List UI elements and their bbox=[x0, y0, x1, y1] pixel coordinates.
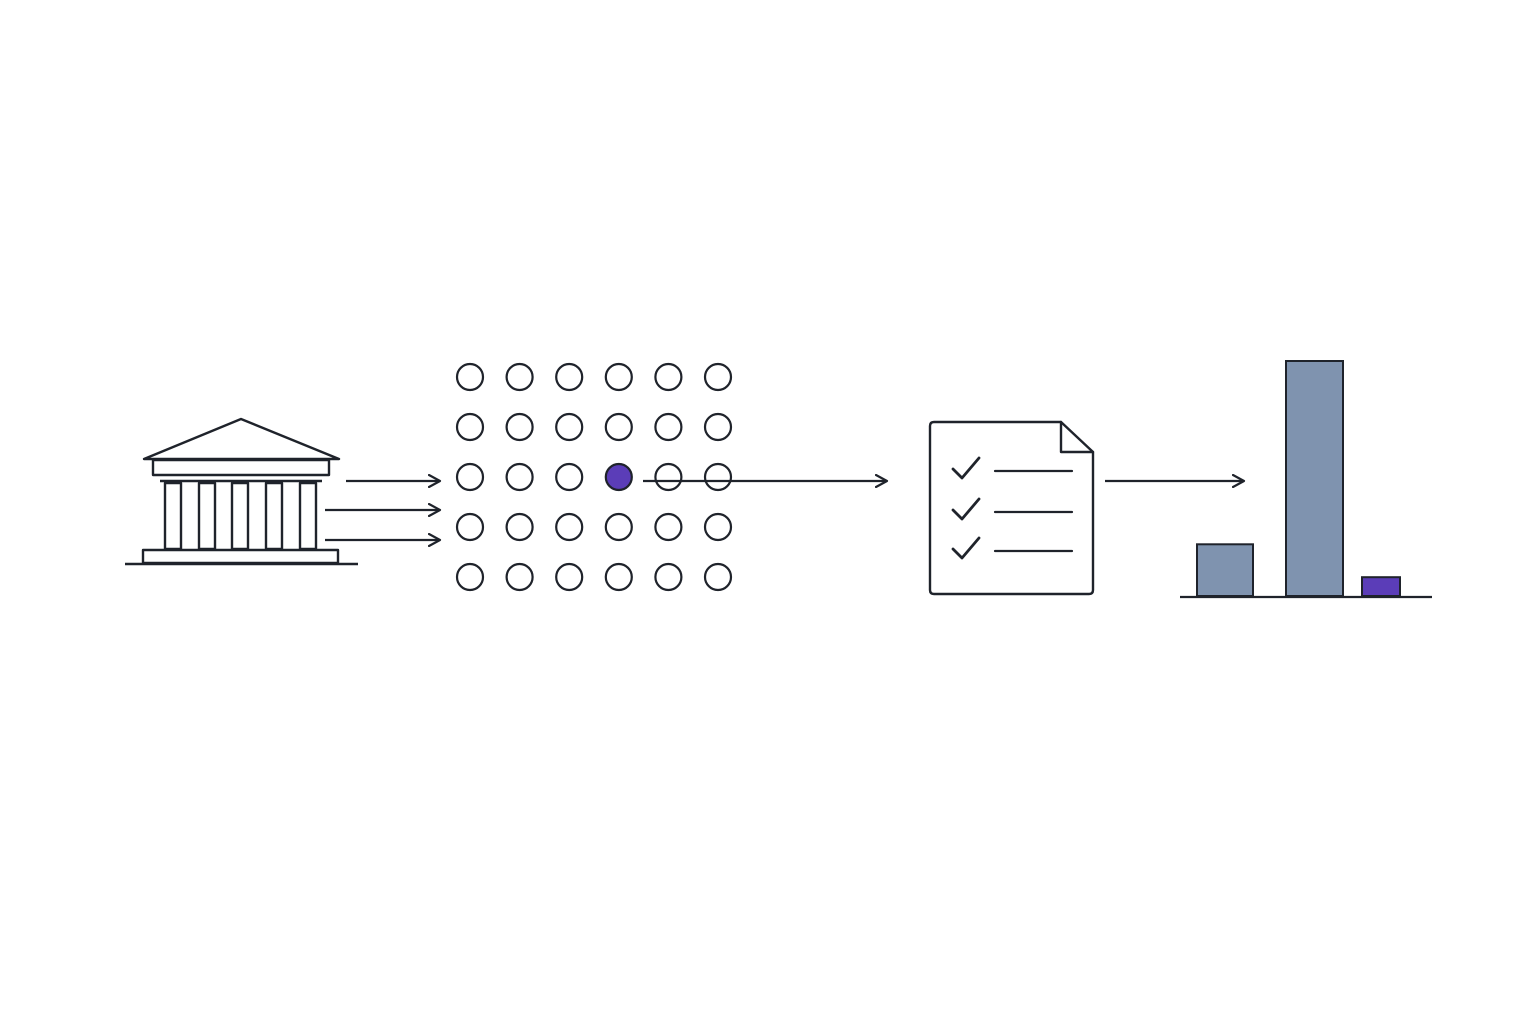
bar bbox=[1196, 543, 1254, 597]
checkmark-icon bbox=[951, 536, 981, 560]
grid-dot bbox=[555, 412, 584, 442]
building-roof bbox=[142, 417, 341, 461]
grid-dot bbox=[505, 412, 534, 442]
dot-grid-icon bbox=[455, 362, 733, 592]
checklist-items bbox=[951, 456, 1074, 560]
grid-dot bbox=[505, 512, 534, 542]
grid-dot bbox=[654, 362, 683, 392]
grid-dot bbox=[505, 562, 534, 592]
checkmark-icon bbox=[951, 456, 981, 480]
grid-dot bbox=[455, 412, 485, 442]
building-columns bbox=[163, 481, 318, 551]
source-to-grid-arrows bbox=[325, 481, 440, 540]
checkmark-icon bbox=[951, 497, 981, 521]
grid-dot bbox=[703, 412, 733, 442]
building-entablature bbox=[151, 458, 331, 477]
grid-dot bbox=[654, 512, 683, 542]
document-fold bbox=[1059, 420, 1095, 454]
grid-dot bbox=[555, 512, 584, 542]
institution-building-icon bbox=[125, 417, 358, 566]
grid-dot bbox=[654, 412, 683, 442]
grid-dot bbox=[555, 462, 584, 492]
grid-dot bbox=[455, 462, 485, 492]
grid-dot bbox=[455, 362, 485, 392]
grid-dot bbox=[555, 362, 584, 392]
grid-dot-highlighted bbox=[604, 462, 633, 492]
grid-dot bbox=[703, 562, 733, 592]
grid-dot bbox=[555, 562, 584, 592]
grid-dot bbox=[604, 512, 633, 542]
grid-dot bbox=[703, 462, 733, 492]
grid-dot bbox=[703, 512, 733, 542]
checklist-item bbox=[951, 536, 1074, 560]
grid-dot bbox=[455, 512, 485, 542]
grid-dot bbox=[604, 412, 633, 442]
grid-dot bbox=[703, 362, 733, 392]
bar-highlighted bbox=[1361, 576, 1401, 598]
checklist-item bbox=[951, 497, 1074, 521]
grid-dot bbox=[455, 562, 485, 592]
building-base bbox=[141, 548, 340, 565]
grid-dot bbox=[604, 362, 633, 392]
bar-chart-icon bbox=[1180, 360, 1432, 599]
grid-dot bbox=[505, 362, 534, 392]
grid-dot bbox=[654, 562, 683, 592]
grid-dot bbox=[505, 462, 534, 492]
checklist-item bbox=[951, 456, 1074, 480]
grid-dot bbox=[604, 562, 633, 592]
document-outline bbox=[928, 420, 1095, 596]
bar bbox=[1285, 360, 1344, 597]
grid-dot bbox=[654, 462, 683, 492]
checklist-document-icon bbox=[928, 420, 1095, 596]
